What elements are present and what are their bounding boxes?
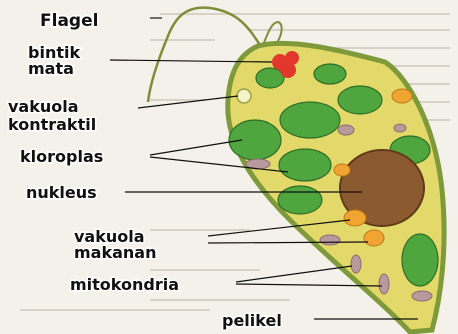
label-pelikel: pelikel [222, 311, 282, 330]
chloroplast [278, 186, 322, 214]
chloroplast [338, 86, 382, 114]
food-vacuole [364, 230, 384, 246]
mitochondrion [338, 125, 354, 135]
label-vakuola-makanan-2: makanan [74, 243, 156, 262]
label-vakuola-kontraktil-1: vakuola [8, 97, 79, 116]
chloroplast [256, 68, 284, 88]
label-mitokondria: mitokondria [70, 275, 179, 294]
mitochondrion [379, 274, 389, 294]
food-vacuole [392, 89, 412, 103]
mitochondrion [412, 291, 432, 301]
chloroplast [279, 149, 331, 181]
mitochondrion [320, 235, 340, 245]
mitochondrion [351, 255, 361, 273]
chloroplast [402, 234, 438, 286]
label-flagel: Flagel [40, 11, 98, 31]
food-vacuole [334, 164, 350, 176]
food-vacuole [344, 210, 366, 226]
chloroplast [314, 64, 346, 84]
label-mata: mata [28, 59, 74, 78]
label-nukleus: nukleus [26, 183, 97, 202]
chloroplast [280, 102, 340, 138]
mitochondrion [394, 124, 406, 132]
label-kloroplas: kloroplas [20, 147, 103, 166]
label-vakuola-kontraktil-2: kontraktil [8, 115, 96, 134]
chloroplast [229, 120, 281, 160]
contractile-vacuole [237, 89, 251, 103]
